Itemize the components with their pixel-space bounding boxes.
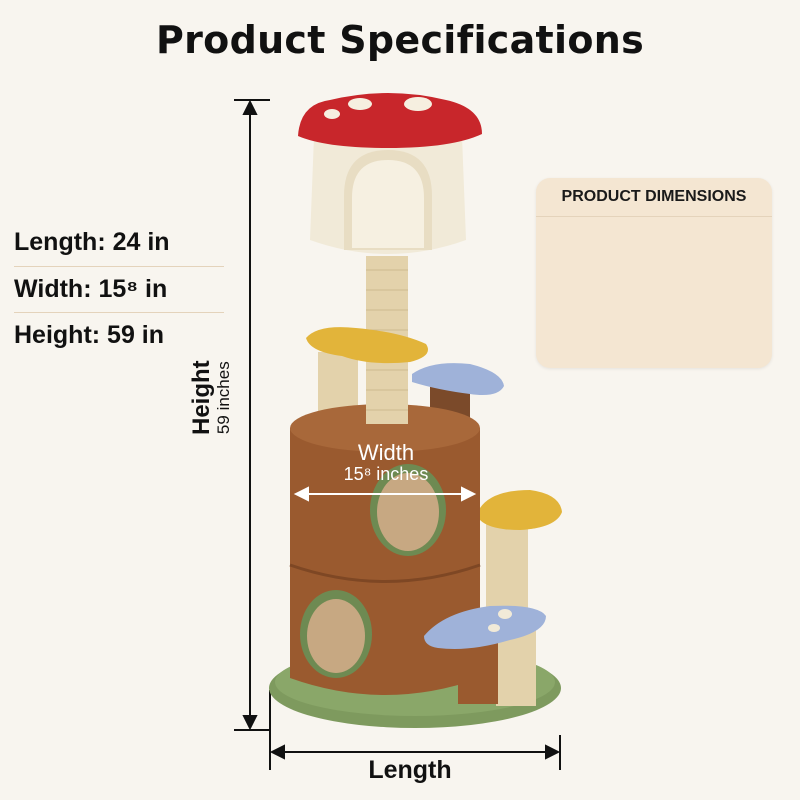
dimension-width: Width: 15⁸ in <box>14 266 224 311</box>
length-label: Length <box>368 756 452 784</box>
dimension-height: Height: 59 in <box>14 312 224 357</box>
cap-spot <box>404 97 432 111</box>
width-dimension-line <box>293 486 477 502</box>
trunk-top <box>290 404 480 452</box>
width-value: 15⁸ inches <box>343 464 429 484</box>
width-label: Width <box>357 440 415 465</box>
dimensions-card: PRODUCT DIMENSIONS <box>536 178 772 368</box>
length-dimension-line <box>269 690 561 770</box>
height-value: 59 inches <box>214 361 233 435</box>
height-dimension-line <box>234 99 270 731</box>
blue-step-lower <box>424 605 546 649</box>
blue-step-middle <box>412 363 504 395</box>
yellow-step-upper <box>306 327 428 364</box>
yellow-step-lower <box>480 490 562 530</box>
width-annotation: Width 15⁸ inches <box>296 440 476 485</box>
page-title: Product Specifications <box>155 18 645 62</box>
dimensions-card-header: PRODUCT DIMENSIONS <box>536 178 772 217</box>
mushroom-cap <box>298 93 482 148</box>
dimension-length: Length: 24 in <box>14 228 170 256</box>
cap-spot <box>324 109 340 119</box>
cap-spot <box>348 98 372 110</box>
height-label: Height <box>188 360 215 435</box>
